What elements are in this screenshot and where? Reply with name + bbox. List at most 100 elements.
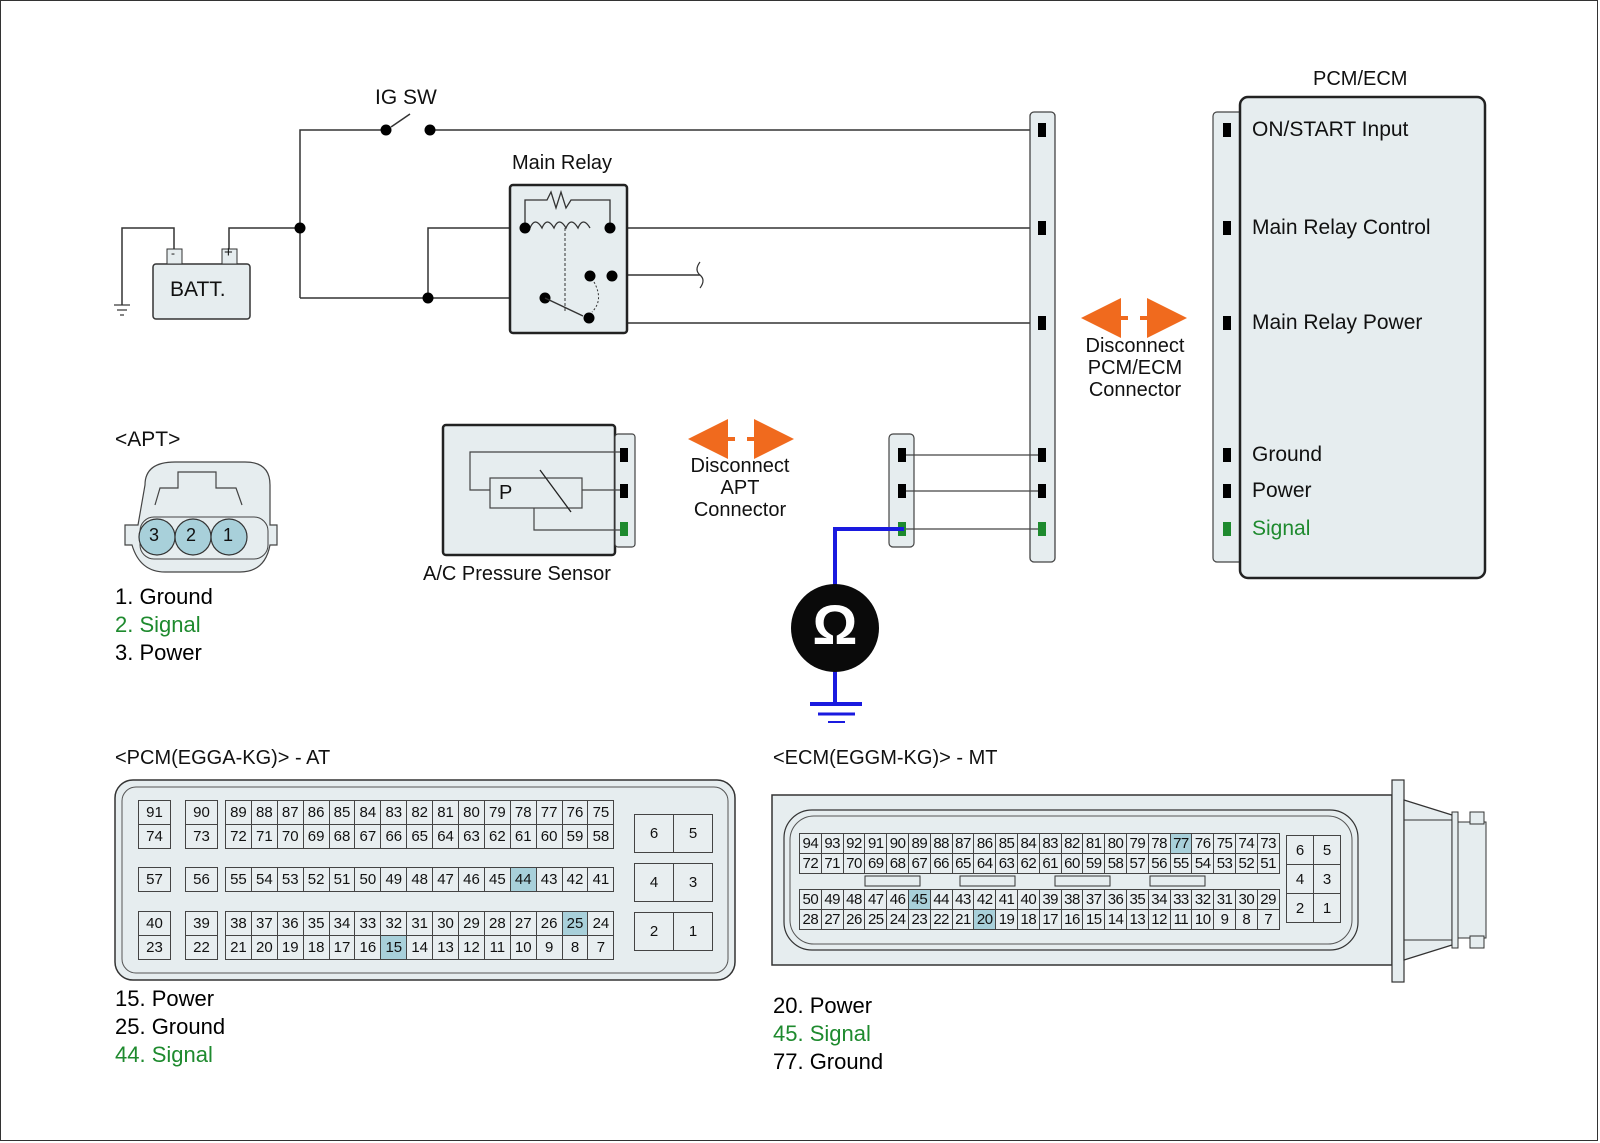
pin-cell: 88	[250, 800, 278, 825]
pin-cell: 36	[1104, 889, 1127, 910]
pin-cell: 42	[561, 867, 589, 892]
pin-cell: 67	[907, 853, 931, 874]
legend-item: 1. Ground	[115, 584, 213, 609]
pin-cell: 55	[1169, 853, 1193, 874]
pin-cell: 83	[380, 800, 408, 825]
pin-cell-highlighted: 77	[1169, 833, 1193, 854]
pin-cell: 58	[587, 824, 615, 849]
pin-cell: 84	[354, 800, 382, 825]
pin-cell: 64	[973, 853, 997, 874]
pin-cell: 2	[634, 912, 674, 951]
pin-cell: 8	[561, 935, 589, 960]
pin-cell: 16	[1060, 909, 1084, 930]
pin-cell: 81	[1082, 833, 1106, 854]
apt-pin-label: 1	[223, 525, 234, 545]
ig-switch-label: IG SW	[375, 86, 437, 109]
apt-connector-title: <APT>	[115, 428, 181, 451]
pin-cell: 76	[1191, 833, 1215, 854]
pin-cell: 77	[535, 800, 563, 825]
pin-cell: 85	[328, 800, 356, 825]
pin-cell: 34	[1147, 889, 1171, 910]
pin-cell: 53	[276, 867, 304, 892]
pin-cell: 44	[929, 889, 953, 910]
pin-cell: 54	[1191, 853, 1215, 874]
pin-cell: 64	[432, 824, 460, 849]
pin-cell: 93	[820, 833, 844, 854]
ecm-connector-housing	[771, 779, 1487, 983]
pin-cell: 2	[1286, 893, 1314, 923]
terminal-label: Main Relay Control	[1252, 216, 1431, 239]
pin-cell: 7	[587, 935, 615, 960]
pin-cell: 23	[138, 935, 171, 960]
pin-cell: 65	[951, 853, 975, 874]
pin-cell: 49	[380, 867, 408, 892]
pin-block: 56	[185, 867, 218, 892]
pin-cell: 47	[432, 867, 460, 892]
ground-icon	[114, 304, 130, 316]
pin-cell: 4	[634, 863, 674, 902]
pin-cell: 75	[1213, 833, 1236, 854]
pin-cell: 19	[995, 909, 1018, 930]
pin-cell: 37	[1082, 889, 1106, 910]
pin-cell: 16	[354, 935, 382, 960]
disconnect-apt-line: Connector	[693, 499, 787, 521]
pin-cell: 23	[907, 909, 931, 930]
pin-cell: 63	[458, 824, 485, 849]
pin-cell: 25	[864, 909, 888, 930]
pin-cell-highlighted: 44	[509, 867, 537, 892]
pin-cell: 33	[1169, 889, 1193, 910]
pin-cell: 30	[432, 911, 460, 936]
ig-switch-icon	[380, 113, 436, 136]
main-relay	[508, 183, 629, 335]
pcm-connector-title: <PCM(EGGA-KG)> - AT	[115, 747, 331, 769]
main-relay-label: Main Relay	[512, 152, 613, 174]
pin-cell: 69	[302, 824, 330, 849]
pin-cell: 83	[1038, 833, 1062, 854]
pin-cell: 40	[138, 911, 171, 936]
pin-cell: 18	[302, 935, 330, 960]
pcm-ecm-title: PCM/ECM	[1313, 68, 1408, 90]
pin-cell: 34	[328, 911, 356, 936]
harness-connector	[1029, 111, 1056, 563]
ecm-connector-title: <ECM(EGGM-KG)> - MT	[773, 747, 998, 769]
pin-cell: 90	[886, 833, 909, 854]
pin-cell: 19	[276, 935, 304, 960]
pin-cell: 88	[929, 833, 953, 854]
terminal-label: Power	[1252, 479, 1312, 502]
pcm-ecm-module	[1212, 95, 1487, 580]
pin-cell: 66	[929, 853, 953, 874]
ohmmeter-icon	[791, 584, 879, 672]
battery-pos-label: +	[224, 244, 233, 261]
pin-cell: 57	[1125, 853, 1149, 874]
pin-cell: 32	[1191, 889, 1215, 910]
pin-cell: 92	[842, 833, 866, 854]
pin-cell: 35	[1125, 889, 1149, 910]
pin-cell: 66	[380, 824, 408, 849]
disconnect-pcm-line: Connector	[1088, 379, 1182, 401]
pin-cell: 24	[587, 911, 615, 936]
pin-cell: 6	[1286, 835, 1314, 865]
disconnect-apt-line: APT	[720, 477, 760, 499]
pin-cell: 82	[406, 800, 434, 825]
pin-cell: 60	[1060, 853, 1084, 874]
pin-cell: 61	[1038, 853, 1062, 874]
pin-cell: 51	[1256, 853, 1280, 874]
pin-cell: 91	[864, 833, 888, 854]
pin-cell: 41	[587, 867, 615, 892]
power-wires	[299, 129, 1040, 324]
legend-item-signal: 2. Signal	[115, 612, 201, 637]
pin-cell: 79	[1125, 833, 1149, 854]
pin-cell: 54	[250, 867, 278, 892]
harness-pins	[1038, 123, 1046, 536]
terminal-label-signal: Signal	[1252, 517, 1311, 540]
pin-cell: 28	[799, 909, 822, 930]
pin-cell: 52	[1234, 853, 1258, 874]
pin-cell: 38	[225, 911, 252, 936]
pin-cell: 20	[250, 935, 278, 960]
